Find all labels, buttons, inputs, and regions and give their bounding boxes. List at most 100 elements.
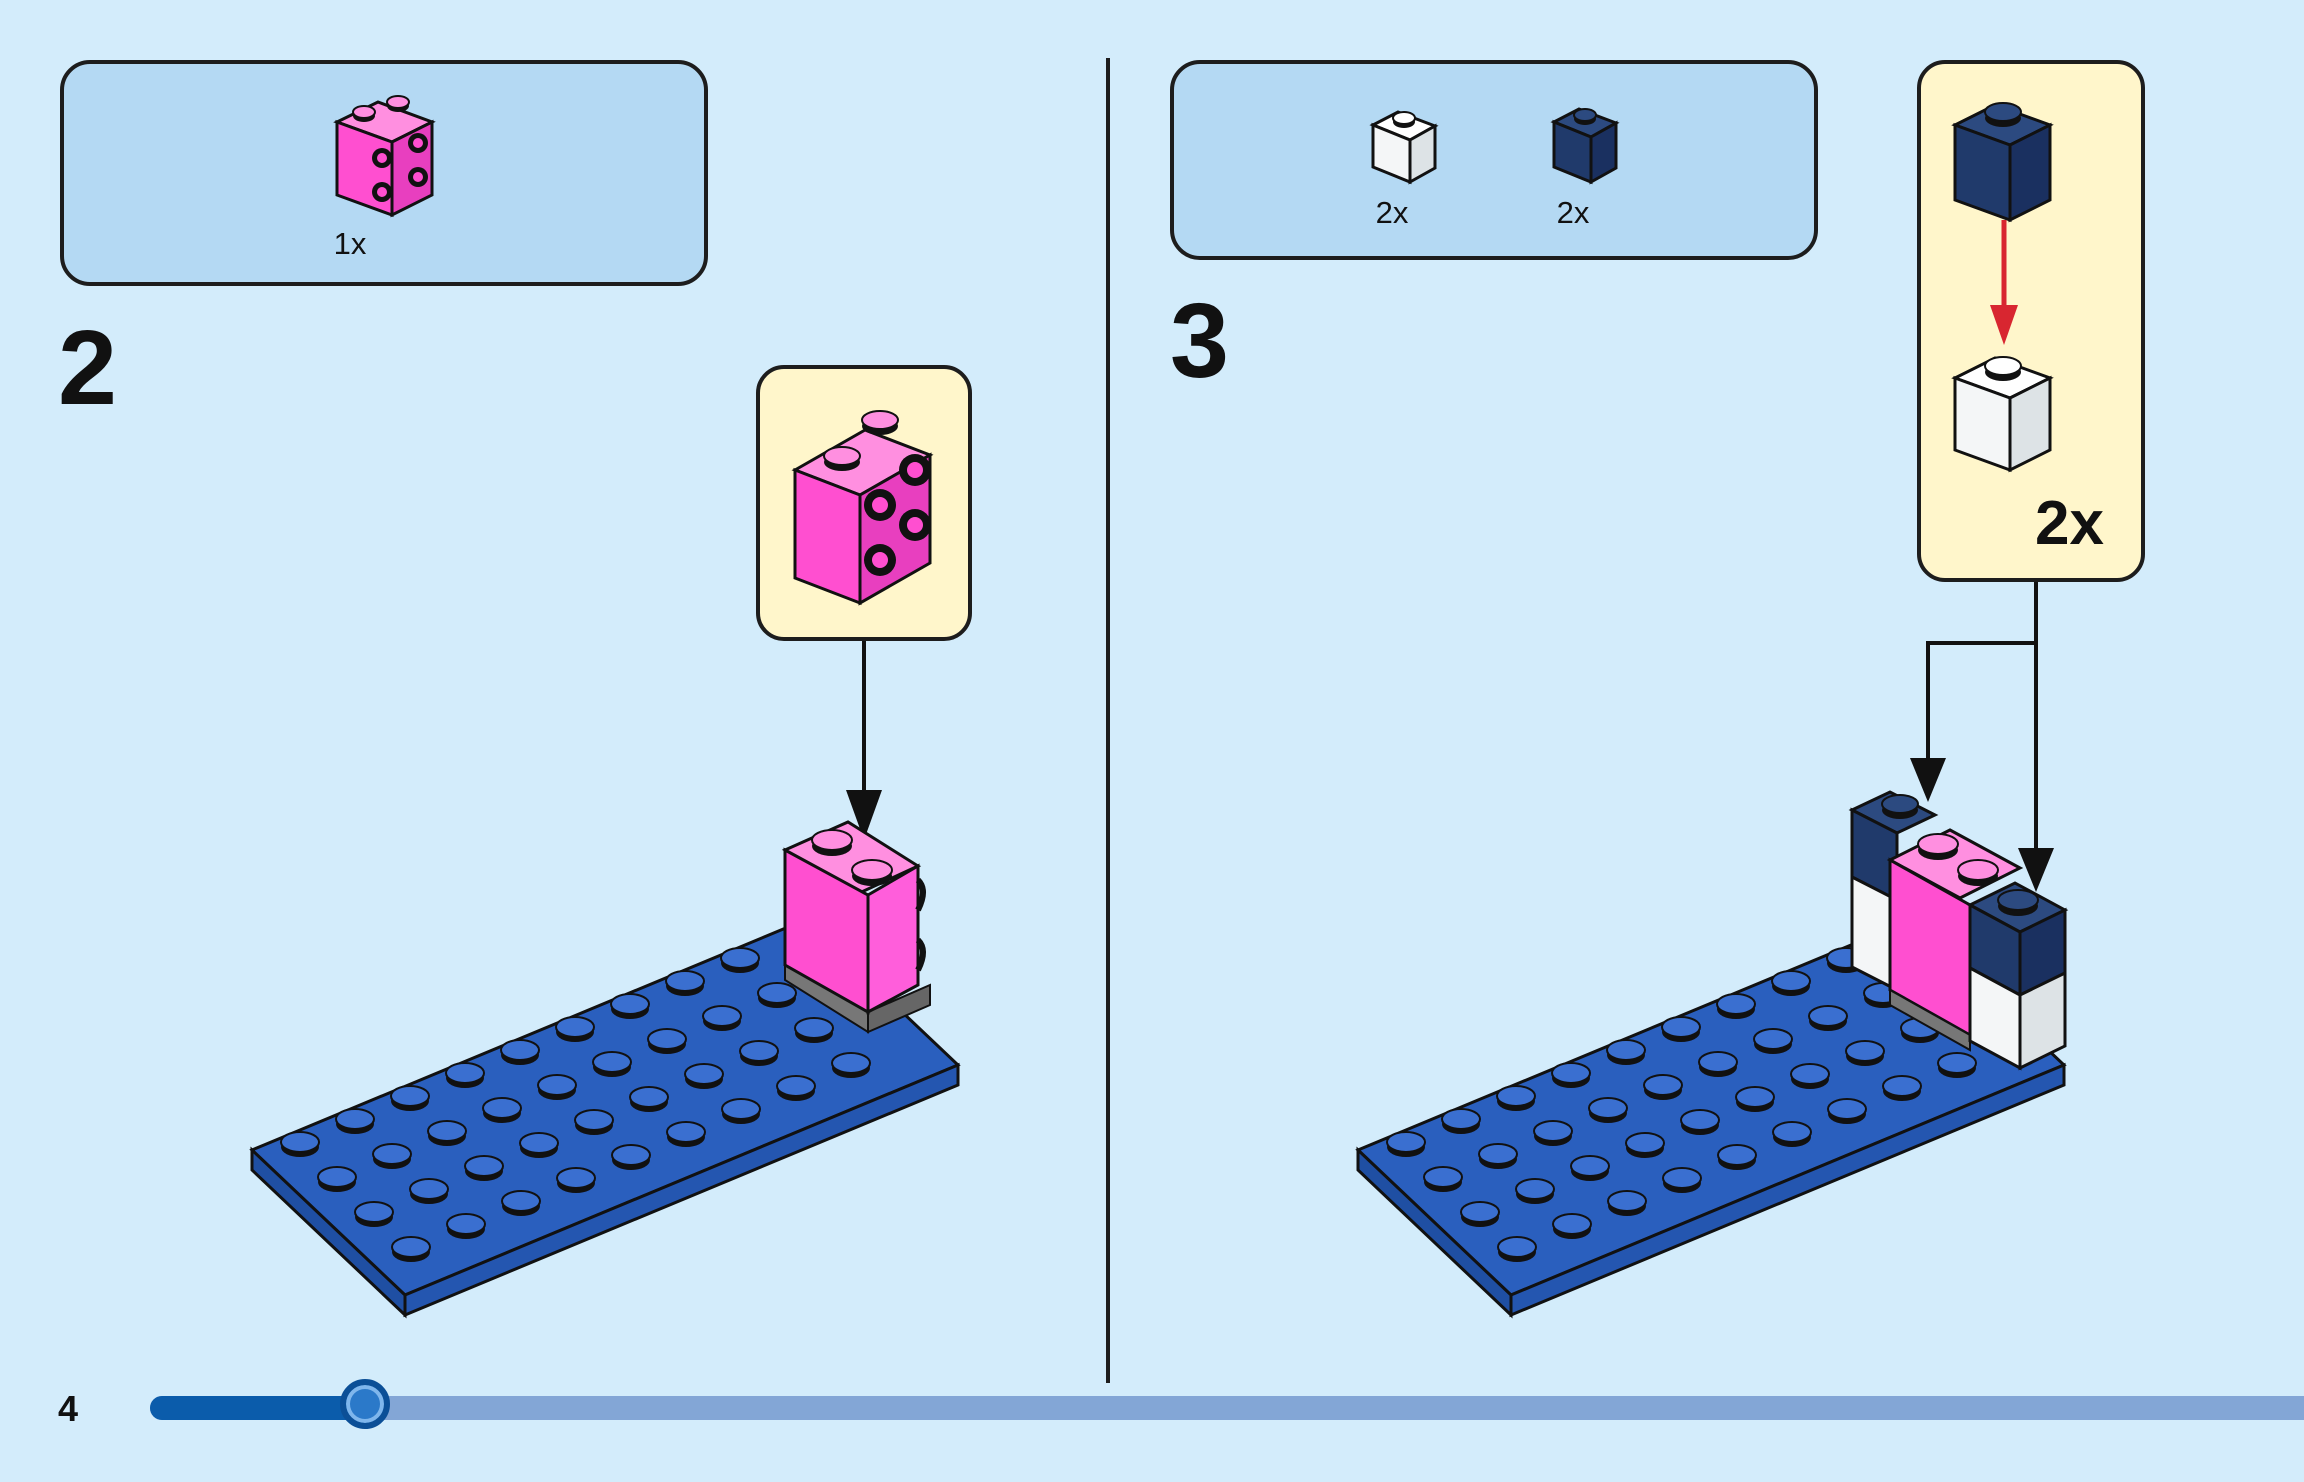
plate-stud — [1937, 1052, 1977, 1074]
page-number: 4 — [58, 1388, 79, 1429]
plate-stud — [1845, 1040, 1885, 1062]
pink-brick-callout-icon — [791, 410, 934, 606]
progress-knob — [340, 1379, 390, 1429]
step3-number: 3 — [1170, 282, 1229, 400]
navy-brick-callout-icon — [1951, 102, 2054, 223]
progress-track — [150, 1379, 2304, 1429]
plate-stud — [335, 1108, 375, 1130]
plate-stud — [280, 1131, 320, 1153]
plate-stud — [1497, 1236, 1537, 1258]
plate-stud — [647, 1028, 687, 1050]
red-stack-arrow — [1990, 220, 2018, 345]
plate-stud — [757, 982, 797, 1004]
plate-stud — [464, 1155, 504, 1177]
plate-stud — [702, 1005, 742, 1027]
step3-parts-box — [1170, 60, 1818, 260]
plate-stud — [1753, 1028, 1793, 1050]
plate-stud — [500, 1039, 540, 1061]
step2-placed-pink-brick — [781, 820, 931, 1034]
step3-placement-arrows — [1910, 582, 2054, 892]
plate-stud — [390, 1085, 430, 1107]
step3-back-stack — [1848, 790, 1939, 993]
plate-stud — [501, 1190, 541, 1212]
plate-stud — [721, 1098, 761, 1120]
step3-front-stack — [1966, 881, 2069, 1071]
step2-placement-arrow — [846, 641, 882, 840]
plate-stud — [1533, 1120, 1573, 1142]
plate-stud — [1790, 1063, 1830, 1085]
plate-stud — [354, 1201, 394, 1223]
plate-stud — [537, 1074, 577, 1096]
plate-stud — [1882, 1075, 1922, 1097]
plate-stud — [666, 1121, 706, 1143]
step2-blue-plate — [249, 918, 961, 1319]
step2-part-qty: 1x — [333, 226, 367, 261]
plate-stud — [1386, 1131, 1426, 1153]
plate-stud — [1808, 1005, 1848, 1027]
pink-brick-part-icon — [333, 95, 436, 218]
plate-stud — [574, 1109, 614, 1131]
plate-stud — [831, 1052, 871, 1074]
plate-stud — [1643, 1074, 1683, 1096]
step3-white-part-qty: 2x — [1375, 195, 1409, 230]
plate-stud — [1478, 1143, 1518, 1165]
plate-stud — [446, 1213, 486, 1235]
plate-stud — [684, 1063, 724, 1085]
plate-stud — [1423, 1166, 1463, 1188]
plate-stud — [1515, 1178, 1555, 1200]
plate-stud — [482, 1097, 522, 1119]
plate-stud — [391, 1236, 431, 1258]
plate-stud — [1625, 1132, 1665, 1154]
plate-stud — [409, 1178, 449, 1200]
plate-stud — [611, 1144, 651, 1166]
white-brick-part-icon — [1369, 110, 1439, 185]
plate-stud — [1588, 1097, 1628, 1119]
navy-brick-part-icon — [1550, 107, 1620, 185]
plate-stud — [317, 1166, 357, 1188]
plate-stud — [1735, 1086, 1775, 1108]
plate-stud — [1570, 1155, 1610, 1177]
plate-stud — [1716, 993, 1756, 1015]
plate-stud — [629, 1086, 669, 1108]
plate-stud — [720, 947, 760, 969]
plate-stud — [665, 970, 705, 992]
progress-fill — [150, 1396, 365, 1420]
plate-stud — [1680, 1109, 1720, 1131]
plate-stud — [1551, 1062, 1591, 1084]
plate-stud — [1772, 1121, 1812, 1143]
plate-stud — [794, 1017, 834, 1039]
step2-number: 2 — [58, 309, 117, 427]
step3-callout-qty: 2x — [2035, 489, 2104, 558]
plate-stud — [1827, 1098, 1867, 1120]
plate-stud — [445, 1062, 485, 1084]
plate-stud — [592, 1051, 632, 1073]
plate-stud — [556, 1167, 596, 1189]
plate-stud — [1717, 1144, 1757, 1166]
plate-stud — [372, 1143, 412, 1165]
plate-stud — [1441, 1108, 1481, 1130]
plate-stud — [1606, 1039, 1646, 1061]
plate-stud — [1552, 1213, 1592, 1235]
plate-stud — [739, 1040, 779, 1062]
step-divider — [1106, 58, 1110, 1383]
plate-stud — [427, 1120, 467, 1142]
plate-stud — [1771, 970, 1811, 992]
step3-blue-plate — [1355, 918, 2067, 1319]
plate-stud — [1662, 1167, 1702, 1189]
plate-stud — [776, 1075, 816, 1097]
plate-stud — [1496, 1085, 1536, 1107]
step3-navy-part-qty: 2x — [1556, 195, 1590, 230]
plate-stud — [1698, 1051, 1738, 1073]
plate-stud — [1460, 1201, 1500, 1223]
plate-stud — [1607, 1190, 1647, 1212]
plate-stud — [555, 1016, 595, 1038]
plate-stud — [519, 1132, 559, 1154]
plate-stud — [1661, 1016, 1701, 1038]
white-brick-callout-icon — [1951, 356, 2054, 473]
plate-stud — [610, 993, 650, 1015]
step3-pink-brick — [1886, 828, 2024, 1052]
